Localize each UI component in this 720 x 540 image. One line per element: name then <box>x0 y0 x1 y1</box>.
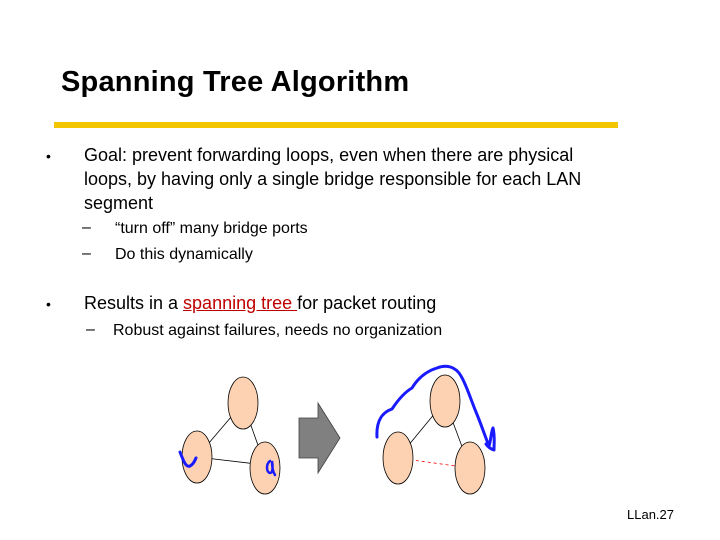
subbullet-marker: – <box>82 219 91 236</box>
title-underline <box>54 122 618 128</box>
ink-mark <box>178 450 198 468</box>
bullet-goal-line-3: segment <box>84 193 154 213</box>
bullet-marker: • <box>46 148 51 164</box>
ink-mark <box>265 459 277 477</box>
slide-number: LLan.27 <box>627 507 674 522</box>
before-graph <box>178 376 281 495</box>
after-graph <box>375 364 496 495</box>
bullet-results-text: Results in a <box>84 293 184 313</box>
bullet-results: Results in a spanning tree for packet ro… <box>84 291 436 315</box>
after-node-right <box>454 441 486 495</box>
subbullet-turn-off: “turn off” many bridge ports <box>115 220 308 237</box>
spanning-tree-highlight: spanning tree <box>183 293 298 313</box>
bullet-goal-line-2: loops, by having only a single bridge re… <box>84 169 582 189</box>
slide-title: Spanning Tree Algorithm <box>61 66 410 98</box>
after-node-top <box>429 374 461 428</box>
subbullet-dynamic: Do this dynamically <box>115 246 253 263</box>
bullet-results-text-end: for packet routing <box>297 293 437 313</box>
subbullet-marker: – <box>82 245 91 262</box>
ink-loop-annotation <box>375 364 496 452</box>
subbullet-robust: Robust against failures, needs no organi… <box>113 322 443 339</box>
bullet-marker: • <box>46 296 51 312</box>
before-node-right <box>249 441 281 495</box>
after-node-left <box>382 431 414 485</box>
bullet-goal-line-1: Goal: prevent forwarding loops, even whe… <box>84 145 574 165</box>
arrow-right-icon <box>298 401 341 475</box>
before-node-top <box>227 376 259 430</box>
subbullet-marker: – <box>86 321 95 338</box>
